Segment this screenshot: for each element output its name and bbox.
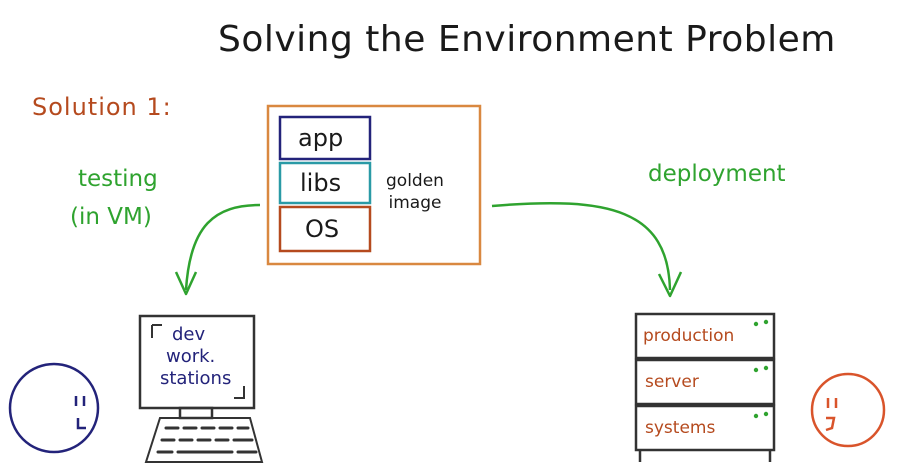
libs-layer-label: libs [300, 169, 342, 197]
workstation-label-line2: work. [166, 346, 216, 367]
testing-arrowhead [174, 271, 198, 296]
app-layer-label: app [298, 124, 344, 152]
app-layer-box [278, 115, 372, 161]
golden-image-label-line2: image [388, 193, 442, 213]
deployment-arrowhead [657, 271, 683, 298]
server-row-production: production [643, 326, 735, 346]
os-layer-label: OS [305, 215, 340, 243]
testing-arrow [184, 203, 261, 291]
ops-face-icon [810, 372, 886, 448]
testing-label: testing [78, 166, 158, 192]
workstation-label-line3: stations [160, 368, 232, 389]
server-rack-icon [634, 312, 776, 462]
page-title: Solving the Environment Problem [218, 19, 836, 60]
deployment-label: deployment [648, 161, 786, 187]
keyboard-icon [144, 417, 264, 463]
os-layer-box [278, 205, 372, 253]
workstation-label-line1: dev [172, 324, 206, 345]
developer-face-icon [8, 362, 100, 454]
testing-vm-label: (in VM) [70, 204, 152, 230]
server-row-systems: systems [645, 418, 716, 438]
solution-label: Solution 1: [32, 93, 172, 121]
deployment-arrow [491, 201, 672, 291]
golden-image-label-line1: golden [386, 171, 444, 191]
golden-image-label: golden image [386, 170, 444, 214]
libs-layer-box [278, 161, 372, 205]
golden-image-frame [266, 104, 482, 266]
server-row-server: server [645, 372, 699, 392]
